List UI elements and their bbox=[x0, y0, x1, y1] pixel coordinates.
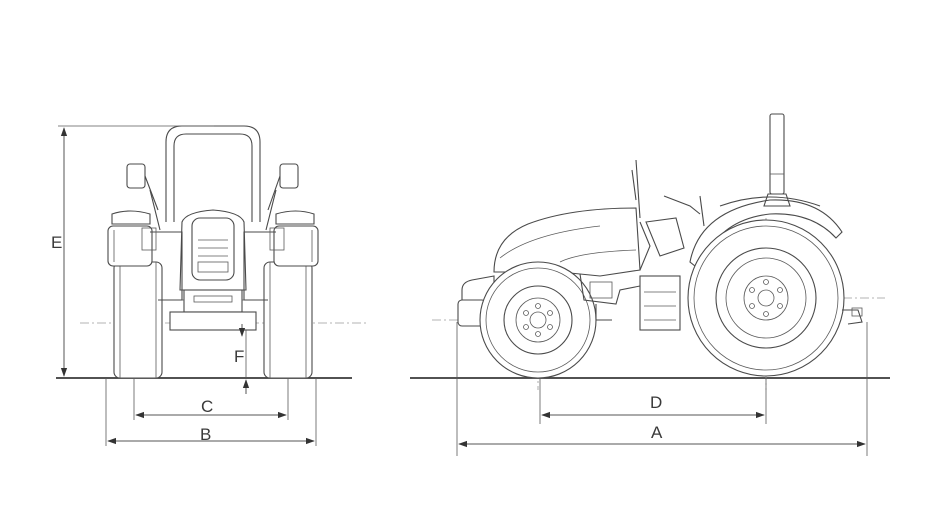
dim-a-label: A bbox=[651, 423, 663, 442]
side-view: D A bbox=[410, 113, 890, 456]
front-left-mirror bbox=[126, 163, 161, 231]
dim-d-label: D bbox=[650, 393, 662, 412]
side-rops bbox=[769, 113, 785, 195]
dim-b-label: B bbox=[200, 425, 211, 444]
front-right-mirror bbox=[265, 163, 299, 231]
side-rear-fender bbox=[689, 199, 843, 271]
side-hood bbox=[493, 207, 641, 277]
dim-e-label: E bbox=[51, 233, 62, 252]
front-rops-frame bbox=[165, 125, 261, 222]
front-left-wheel bbox=[107, 225, 163, 379]
front-view: E F C B bbox=[51, 125, 368, 446]
side-front-wheel bbox=[479, 261, 597, 379]
front-right-wheel bbox=[263, 225, 319, 379]
side-rear-wheel bbox=[687, 219, 845, 377]
front-hood bbox=[162, 209, 264, 331]
dim-f-label: F bbox=[234, 347, 244, 366]
dim-c-label: C bbox=[201, 397, 213, 416]
